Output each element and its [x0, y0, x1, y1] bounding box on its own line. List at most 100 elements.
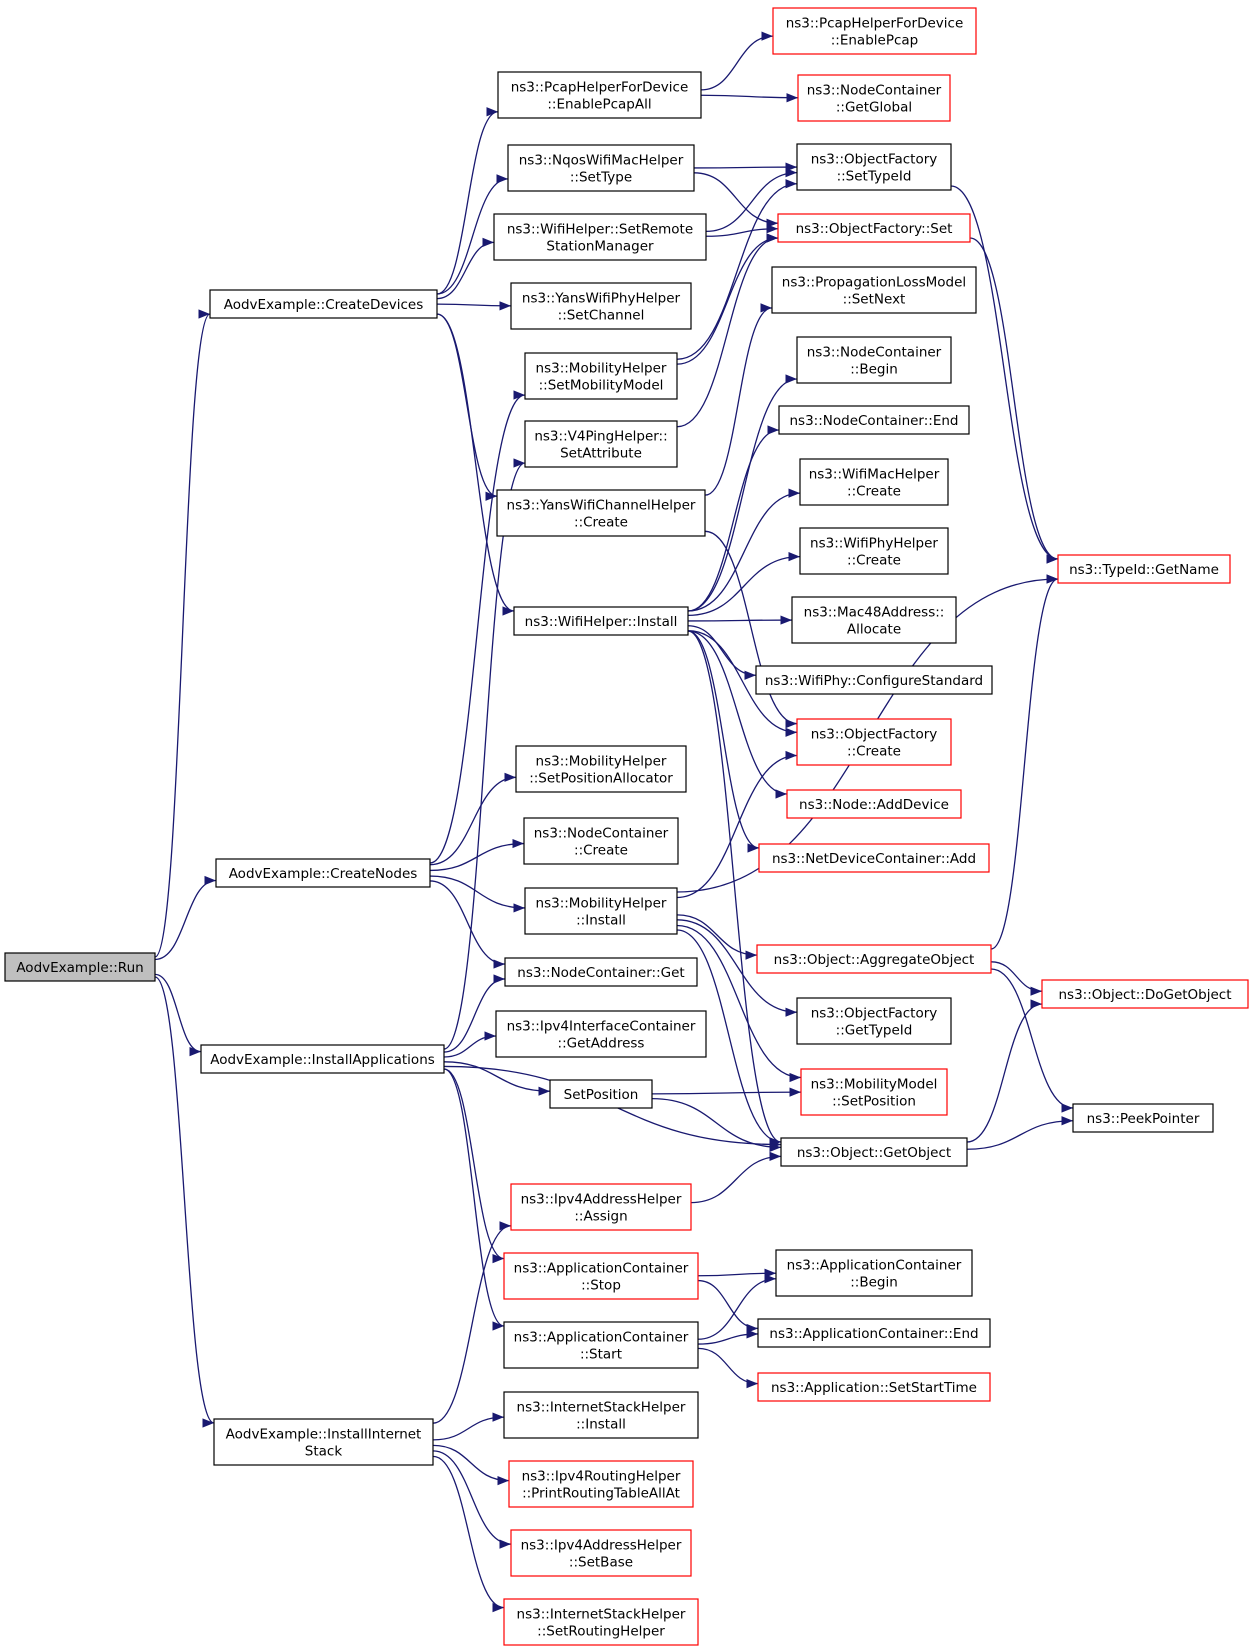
node-label: ns3::WifiHelper::SetRemote — [507, 222, 693, 238]
node-box — [215, 858, 431, 888]
node-box — [780, 1137, 968, 1167]
node-ncBegin[interactable]: ns3::NodeContainer::Begin — [796, 336, 952, 384]
node-box — [1072, 1103, 1214, 1133]
node-label: ns3::PcapHelperForDevice — [511, 80, 689, 96]
node-box — [510, 1529, 692, 1577]
node-label: ns3::MobilityHelper — [536, 896, 667, 912]
node-ncCreate[interactable]: ns3::NodeContainer::Create — [523, 817, 679, 865]
node-box — [1057, 554, 1231, 584]
node-setBase[interactable]: ns3::Ipv4AddressHelper::SetBase — [510, 1529, 692, 1577]
node-pcapAll[interactable]: ns3::PcapHelperForDevice::EnablePcapAll — [497, 71, 702, 119]
node-ofSet[interactable]: ns3::ObjectFactory::Set — [777, 213, 971, 243]
node-box — [497, 71, 702, 119]
edge-mobInstall-to-mmSetPos — [676, 924, 802, 1083]
node-ofGetTypeId[interactable]: ns3::ObjectFactory::GetTypeId — [796, 997, 952, 1045]
node-box — [200, 1044, 445, 1074]
edge-wifiInstall-to-mac48 — [687, 615, 793, 625]
node-box — [796, 997, 952, 1045]
node-label: ::Create — [847, 484, 901, 500]
node-box — [771, 266, 977, 314]
node-nqos[interactable]: ns3::NqosWifiMacHelper::SetType — [507, 144, 695, 192]
node-box — [755, 665, 993, 695]
edge-wifiInstall-to-ofCreate — [687, 630, 798, 737]
node-box — [496, 489, 706, 537]
node-box — [800, 1068, 948, 1116]
node-ncGet[interactable]: ns3::NodeContainer::Get — [504, 957, 698, 987]
node-run[interactable]: AodvExample::Run — [4, 952, 156, 982]
node-setMobModel[interactable]: ns3::MobilityHelper::SetMobilityModel — [524, 352, 678, 400]
node-v4ping[interactable]: ns3::V4PingHelper::SetAttribute — [524, 420, 678, 468]
node-acBegin[interactable]: ns3::ApplicationContainer::Begin — [775, 1249, 973, 1297]
edge-nqos-to-ofSetTypeId — [693, 162, 798, 172]
node-setPosition[interactable]: SetPosition — [549, 1079, 653, 1109]
node-box — [796, 143, 952, 191]
edge-createNodes-to-setPosAlloc — [429, 772, 517, 866]
node-createNodes[interactable]: AodvExample::CreateNodes — [215, 858, 431, 888]
edge-appStop-to-acEnd — [697, 1279, 759, 1334]
node-enablePcap[interactable]: ns3::PcapHelperForDevice::EnablePcap — [772, 7, 977, 55]
node-acEnd[interactable]: ns3::ApplicationContainer::End — [757, 1318, 991, 1348]
node-label: ns3::Node::AddDevice — [799, 797, 949, 813]
edge-setMobModel-to-ofSet — [676, 233, 779, 365]
edge-mobInstall-to-getObject — [676, 929, 782, 1147]
node-box — [524, 352, 678, 400]
node-ishInstall[interactable]: ns3::InternetStackHelper::Install — [503, 1391, 699, 1439]
node-label: ::SetPosition — [832, 1094, 916, 1110]
node-doGetObject[interactable]: ns3::Object::DoGetObject — [1041, 979, 1249, 1009]
node-confStd[interactable]: ns3::WifiPhy::ConfigureStandard — [755, 665, 993, 695]
node-label: ns3::NodeContainer::Get — [517, 965, 684, 981]
node-setRouting[interactable]: ns3::InternetStackHelper::SetRoutingHelp… — [503, 1598, 699, 1646]
node-createDevices[interactable]: AodvExample::CreateDevices — [209, 289, 438, 319]
node-mmSetPos[interactable]: ns3::MobilityModel::SetPosition — [800, 1068, 948, 1116]
node-label: ns3::Ipv4InterfaceContainer — [507, 1019, 696, 1035]
node-label: ns3::ObjectFactory — [811, 1006, 938, 1022]
node-getGlobal[interactable]: ns3::NodeContainer::GetGlobal — [797, 74, 951, 122]
node-appStart[interactable]: ns3::ApplicationContainer::Start — [503, 1321, 699, 1369]
node-ncEnd[interactable]: ns3::NodeContainer::End — [778, 405, 970, 435]
node-addDevice[interactable]: ns3::Node::AddDevice — [786, 789, 962, 819]
node-label: ::GetGlobal — [836, 100, 912, 116]
node-ofCreate[interactable]: ns3::ObjectFactory::Create — [796, 718, 952, 766]
node-wmhCreate[interactable]: ns3::WifiMacHelper::Create — [799, 458, 949, 506]
edge-run-to-createDevices — [154, 309, 211, 958]
node-box — [778, 405, 970, 435]
node-mac48[interactable]: ns3::Mac48Address::Allocate — [791, 596, 957, 644]
node-mobInstall[interactable]: ns3::MobilityHelper::Install — [524, 887, 678, 935]
node-box — [524, 420, 678, 468]
edge-v4ping-to-ofSet — [676, 233, 779, 428]
node-setStartTime[interactable]: ns3::Application::SetStartTime — [757, 1372, 991, 1402]
node-yansCreate[interactable]: ns3::YansWifiChannelHelper::Create — [496, 489, 706, 537]
node-aggObj[interactable]: ns3::Object::AggregateObject — [756, 944, 992, 974]
edge-installStack-to-printRT — [432, 1444, 510, 1486]
node-ofSetTypeId[interactable]: ns3::ObjectFactory::SetTypeId — [796, 143, 952, 191]
node-getName[interactable]: ns3::TypeId::GetName — [1057, 554, 1231, 584]
node-wifiInstall[interactable]: ns3::WifiHelper::Install — [513, 606, 689, 636]
node-label: ::Create — [574, 515, 628, 531]
node-label: ns3::ObjectFactory — [811, 727, 938, 743]
node-plmSetNext[interactable]: ns3::PropagationLossModel::SetNext — [771, 266, 977, 314]
node-label: ns3::MobilityHelper — [536, 754, 667, 770]
node-box — [515, 745, 687, 793]
node-label: ::SetRoutingHelper — [537, 1624, 665, 1640]
node-box — [510, 1183, 692, 1231]
edge-mobInstall-to-ofGetTypeId — [676, 919, 798, 1017]
node-ipv4Assign[interactable]: ns3::Ipv4AddressHelper::Assign — [510, 1183, 692, 1231]
node-label: ns3::Object::AggregateObject — [774, 952, 975, 968]
node-label: ::SetNext — [843, 292, 906, 308]
node-peekPointer[interactable]: ns3::PeekPointer — [1072, 1103, 1214, 1133]
node-wphCreate[interactable]: ns3::WifiPhyHelper::Create — [799, 527, 949, 575]
node-printRT[interactable]: ns3::Ipv4RoutingHelper::PrintRoutingTabl… — [508, 1460, 694, 1508]
edge-wifiInstall-to-ndcAdd — [687, 630, 760, 853]
edge-createNodes-to-mobInstall — [429, 875, 526, 913]
node-ipv4GetAddr[interactable]: ns3::Ipv4InterfaceContainer::GetAddress — [495, 1010, 707, 1058]
node-ndcAdd[interactable]: ns3::NetDeviceContainer::Add — [758, 843, 990, 873]
node-label: ns3::ObjectFactory — [811, 152, 938, 168]
edge-appStop-to-acBegin — [697, 1268, 777, 1278]
node-appStop[interactable]: ns3::ApplicationContainer::Stop — [503, 1252, 699, 1300]
node-installApps[interactable]: AodvExample::InstallApplications — [200, 1044, 445, 1074]
node-setPosAlloc[interactable]: ns3::MobilityHelper::SetPositionAllocato… — [515, 745, 687, 793]
node-getObject[interactable]: ns3::Object::GetObject — [780, 1137, 968, 1167]
node-setChannel[interactable]: ns3::YansWifiPhyHelper::SetChannel — [510, 282, 692, 330]
